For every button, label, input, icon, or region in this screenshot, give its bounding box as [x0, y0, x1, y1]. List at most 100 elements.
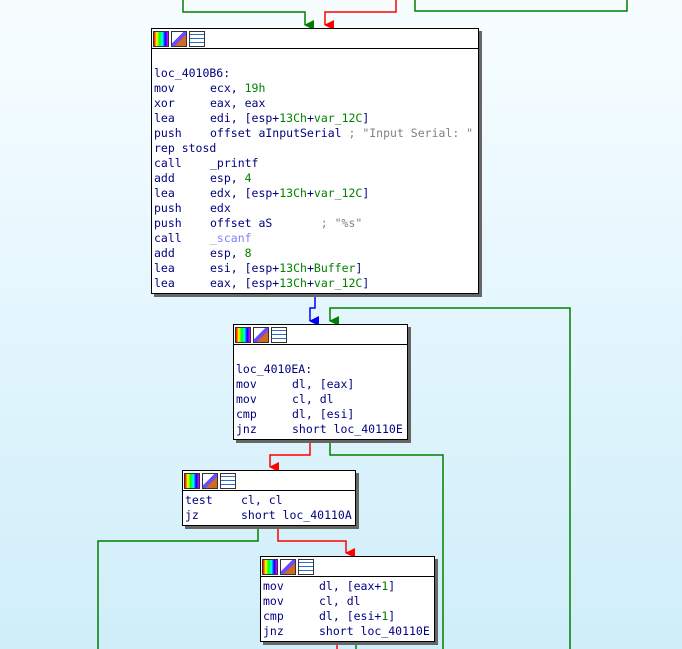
edit-node-icon[interactable] [253, 326, 269, 343]
operands: cl, cl [241, 493, 283, 508]
palette-icon[interactable] [184, 472, 200, 489]
palette-icon[interactable] [262, 558, 278, 575]
operand-token: + [306, 276, 314, 290]
mnemonic: mov [154, 81, 175, 95]
instruction-row[interactable]: lea edi, [esp+13Ch+var_12C] [154, 111, 476, 126]
operands: eax, eax [210, 96, 265, 111]
operand-token: Buffer [313, 261, 356, 275]
palette-icon[interactable] [235, 326, 251, 343]
operands: esp, 4 [210, 171, 252, 186]
graph-view-icon[interactable] [298, 558, 314, 575]
graph-view-icon[interactable] [189, 30, 205, 47]
operand-token: 13Ch [279, 276, 307, 290]
edit-node-icon[interactable] [202, 472, 218, 489]
instruction-row[interactable]: xor eax, eax [154, 96, 476, 111]
operands: dl, [eax] [292, 377, 354, 392]
operands: cl, dl [292, 392, 334, 407]
instruction-row[interactable]: cmp dl, [esi] [236, 407, 405, 422]
operands: esp, 8 [210, 246, 252, 261]
operand-token: + [306, 111, 314, 125]
mnemonic: call [154, 231, 182, 245]
instruction-row[interactable]: jnz short loc_40110E [236, 422, 405, 437]
instruction-row[interactable]: push edx [154, 201, 476, 216]
operand-token: edi, [esp+ [210, 111, 280, 125]
edit-node-icon[interactable] [171, 30, 187, 47]
palette-icon[interactable] [153, 30, 169, 47]
mnemonic: mov [263, 594, 284, 608]
mnemonic: jnz [236, 422, 257, 436]
block-label[interactable]: loc_4010B6: [154, 66, 231, 80]
operand-token: 1 [381, 579, 389, 593]
mnemonic: lea [154, 111, 175, 125]
operand-token: + [306, 261, 314, 275]
instruction-row[interactable]: mov cl, dl [236, 392, 405, 407]
instruction-row[interactable]: call _scanf [154, 231, 476, 246]
operand-token[interactable]: short loc_40110E [319, 624, 430, 638]
instruction-row[interactable]: rep stosd [154, 141, 476, 156]
operand-token: eax, eax [210, 96, 266, 110]
operand-token: edx [210, 201, 231, 215]
operand-token[interactable]: short loc_40110A [241, 508, 352, 522]
edit-node-icon[interactable] [280, 558, 296, 575]
operands: _scanf [210, 231, 252, 246]
mnemonic: mov [236, 392, 257, 406]
operand-token: ] [388, 579, 396, 593]
mnemonic: push [154, 201, 182, 215]
mnemonic: cmp [236, 407, 257, 421]
operand-token[interactable]: offset aS [210, 216, 273, 230]
edge-green-into-loc-4010b6 [182, 0, 314, 30]
operand-token: ; "Input Serial: " [341, 126, 474, 140]
mnemonic: lea [154, 186, 175, 200]
operand-token[interactable]: offset aInputSerial [210, 126, 342, 140]
operands: edi, [esp+13Ch+var_12C] [210, 111, 369, 126]
edge-green-loop-back [329, 307, 571, 649]
operand-token[interactable]: short loc_40110E [292, 422, 403, 436]
operand-token: dl, [esi] [292, 407, 355, 421]
operand-token: ] [355, 261, 363, 275]
operands: short loc_40110E [292, 422, 403, 437]
mnemonic: xor [154, 96, 175, 110]
operand-token: 13Ch [279, 111, 307, 125]
operand-token: dl, [eax] [292, 377, 355, 391]
operand-token[interactable]: _scanf [210, 231, 252, 245]
operands: offset aInputSerial ; "Input Serial: " [210, 126, 473, 141]
instruction-row[interactable]: call_printf [154, 156, 476, 171]
mnemonic: lea [154, 276, 175, 290]
operand-token[interactable]: _printf [210, 156, 259, 170]
operands: esi, [esp+13Ch+Buffer] [210, 261, 362, 276]
operand-token: ] [362, 111, 370, 125]
operands: dl, [esi+1] [319, 609, 395, 624]
operand-token: eax, [esp+ [210, 276, 280, 290]
graph-view-icon[interactable] [271, 326, 287, 343]
operand-token: dl, [eax+ [319, 579, 382, 593]
operand-token: 4 [244, 171, 252, 185]
edge-blue-flow [309, 294, 319, 326]
block-label[interactable]: loc_4010EA: [236, 362, 313, 376]
graph-view-icon[interactable] [220, 472, 236, 489]
edge-green-jnz-1 [329, 440, 444, 649]
operand-token: esi, [esp+ [210, 261, 280, 275]
operands: dl, [eax+1] [319, 579, 395, 594]
